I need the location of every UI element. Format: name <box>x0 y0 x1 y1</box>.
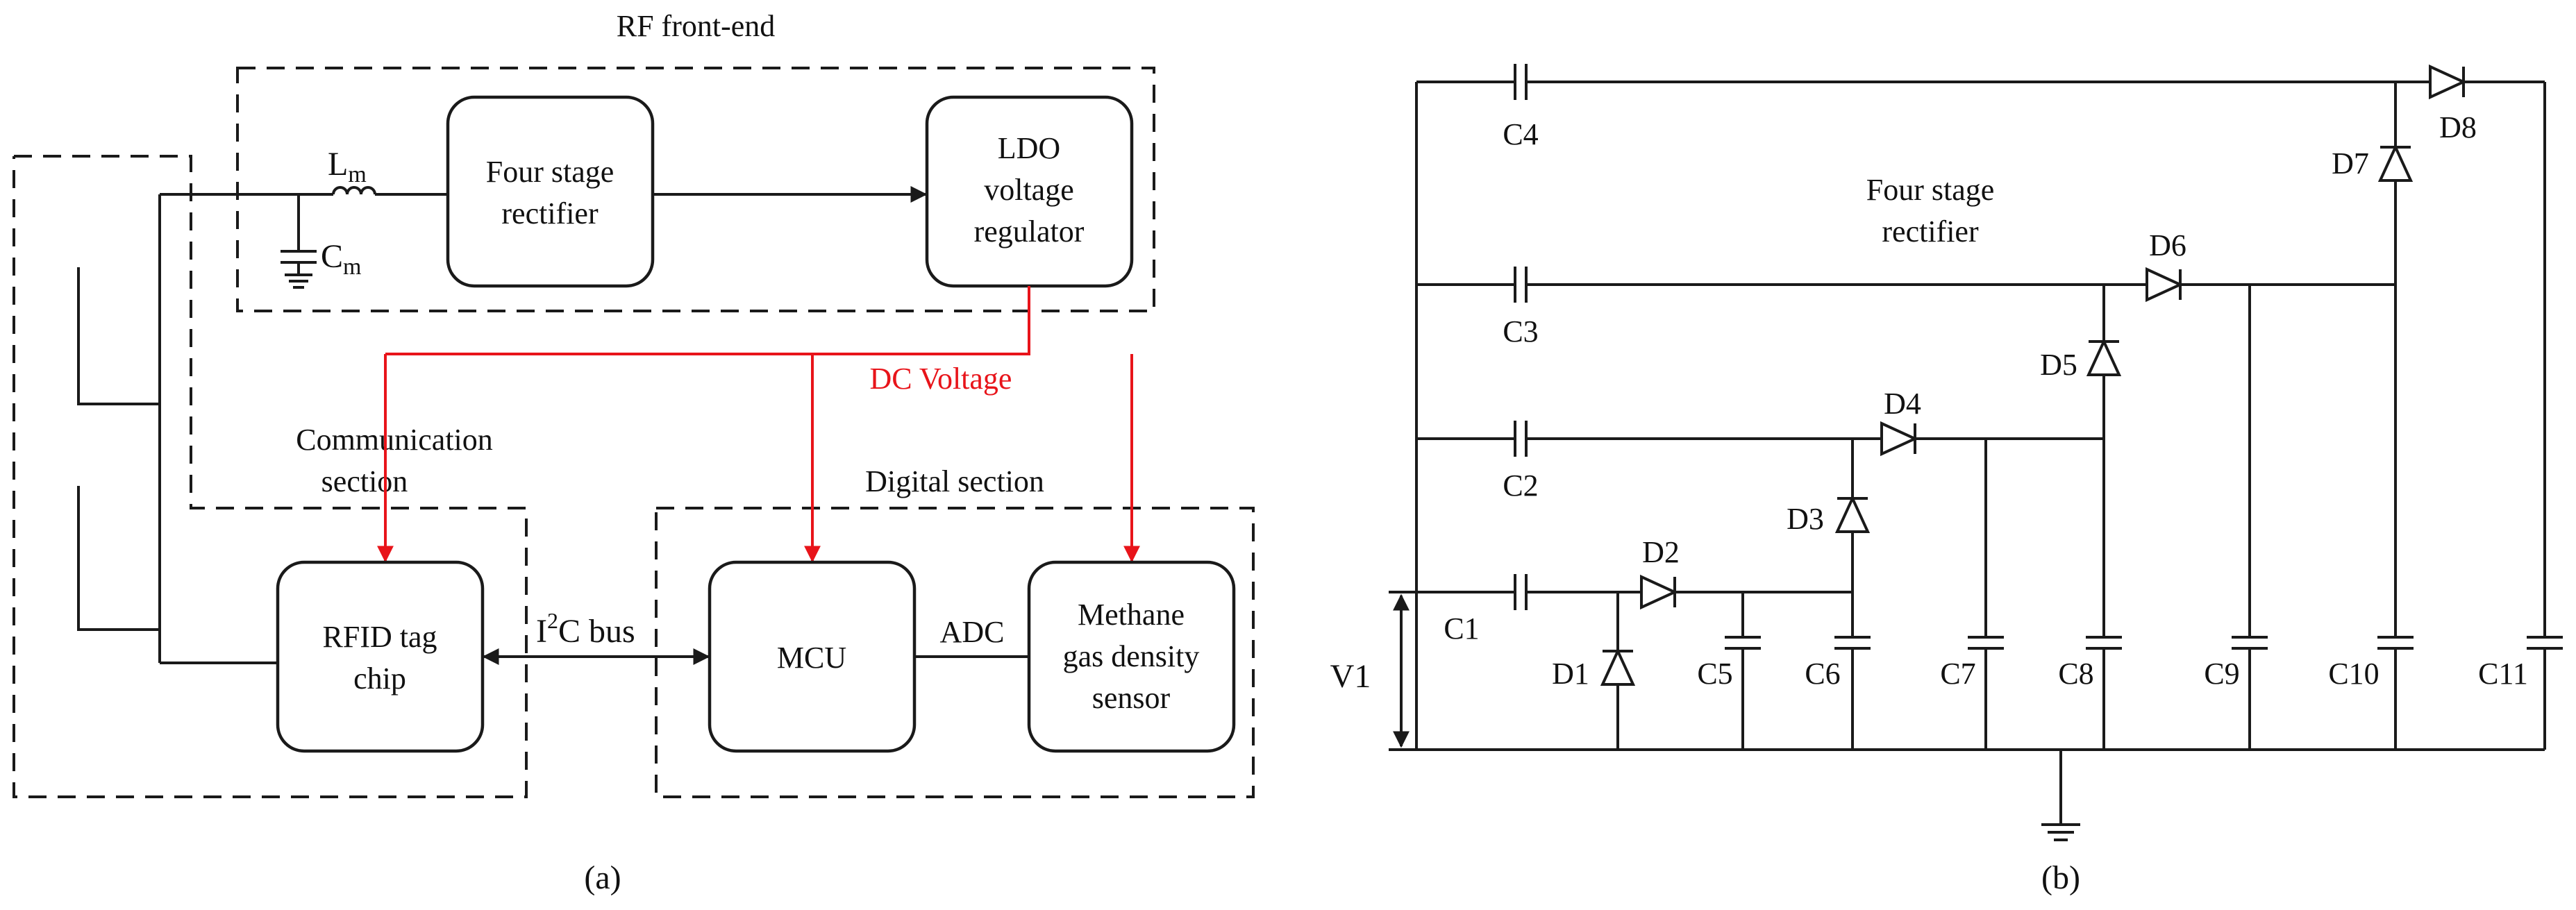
inductor <box>332 186 376 195</box>
svg-text:D1: D1 <box>1552 657 1589 691</box>
svg-text:chip: chip <box>353 662 406 696</box>
v1-label: V1 <box>1330 658 1371 695</box>
communication-label: Communication <box>296 423 493 457</box>
diode-d6 <box>2146 267 2184 303</box>
i2c-bus-label: I2C bus <box>536 608 635 650</box>
digital-section-label: Digital section <box>865 464 1044 498</box>
svg-text:LDO: LDO <box>998 131 1060 165</box>
svg-text:regulator: regulator <box>974 214 1085 248</box>
rf-frontend-box <box>236 67 1155 312</box>
svg-text:C7: C7 <box>1940 657 1975 691</box>
antenna <box>77 267 160 405</box>
svg-text:rectifier: rectifier <box>1882 214 1979 248</box>
diode-d5 <box>2086 338 2122 376</box>
caption-b: (b) <box>2041 859 2080 896</box>
svg-text:D2: D2 <box>1642 535 1680 569</box>
svg-text:rectifier: rectifier <box>501 196 599 230</box>
svg-text:D3: D3 <box>1787 502 1824 536</box>
adc-label: ADC <box>940 615 1005 649</box>
rfid-block <box>276 560 485 753</box>
digital-section-box <box>655 507 1255 798</box>
panel-b: V1 C4 D8 C3 D6 C2 D4 <box>1330 64 2563 896</box>
diode-d1 <box>1600 648 1636 686</box>
svg-text:MCU: MCU <box>777 641 846 675</box>
cm-label: Cm <box>321 238 361 280</box>
diode-d8 <box>2429 64 2467 100</box>
svg-text:C5: C5 <box>1697 657 1732 691</box>
svg-text:D5: D5 <box>2040 348 2077 382</box>
svg-text:D8: D8 <box>2439 110 2477 144</box>
diode-d4 <box>1880 421 1918 457</box>
diode-d3 <box>1834 495 1871 533</box>
svg-text:RFID tag: RFID tag <box>323 620 437 654</box>
svg-text:gas density: gas density <box>1063 639 1200 673</box>
dc-voltage-line <box>385 286 1030 355</box>
svg-text:C8: C8 <box>2058 657 2093 691</box>
svg-text:C3: C3 <box>1503 314 1538 348</box>
svg-text:Methane: Methane <box>1078 598 1185 632</box>
svg-text:C4: C4 <box>1503 117 1538 151</box>
caption-a: (a) <box>584 859 621 896</box>
svg-text:Four stage: Four stage <box>486 155 614 189</box>
svg-text:C11: C11 <box>2478 657 2528 691</box>
panel-a: RF front-end Communication section Digit… <box>12 9 1255 896</box>
svg-text:C6: C6 <box>1805 657 1840 691</box>
svg-text:D4: D4 <box>1884 387 1921 421</box>
communication-box <box>12 155 528 798</box>
svg-text:C2: C2 <box>1503 469 1538 503</box>
lm-label: Lm <box>328 146 367 187</box>
rectifier-label-b: Four stage <box>1866 173 1995 207</box>
diode-d7 <box>2377 144 2414 182</box>
dc-voltage-label: DC Voltage <box>870 362 1012 396</box>
svg-text:C10: C10 <box>2328 657 2379 691</box>
svg-text:D6: D6 <box>2149 228 2186 262</box>
svg-text:sensor: sensor <box>1092 681 1171 715</box>
sensor-block <box>1027 560 1236 753</box>
rf-frontend-label: RF front-end <box>617 9 776 43</box>
svg-text:C9: C9 <box>2204 657 2239 691</box>
svg-text:voltage: voltage <box>984 173 1074 207</box>
diode-d2 <box>1640 574 1678 610</box>
svg-text:D7: D7 <box>2332 146 2369 180</box>
rectifier-block <box>446 95 655 288</box>
communication-label-2: section <box>321 464 408 498</box>
svg-text:C1: C1 <box>1444 612 1479 646</box>
